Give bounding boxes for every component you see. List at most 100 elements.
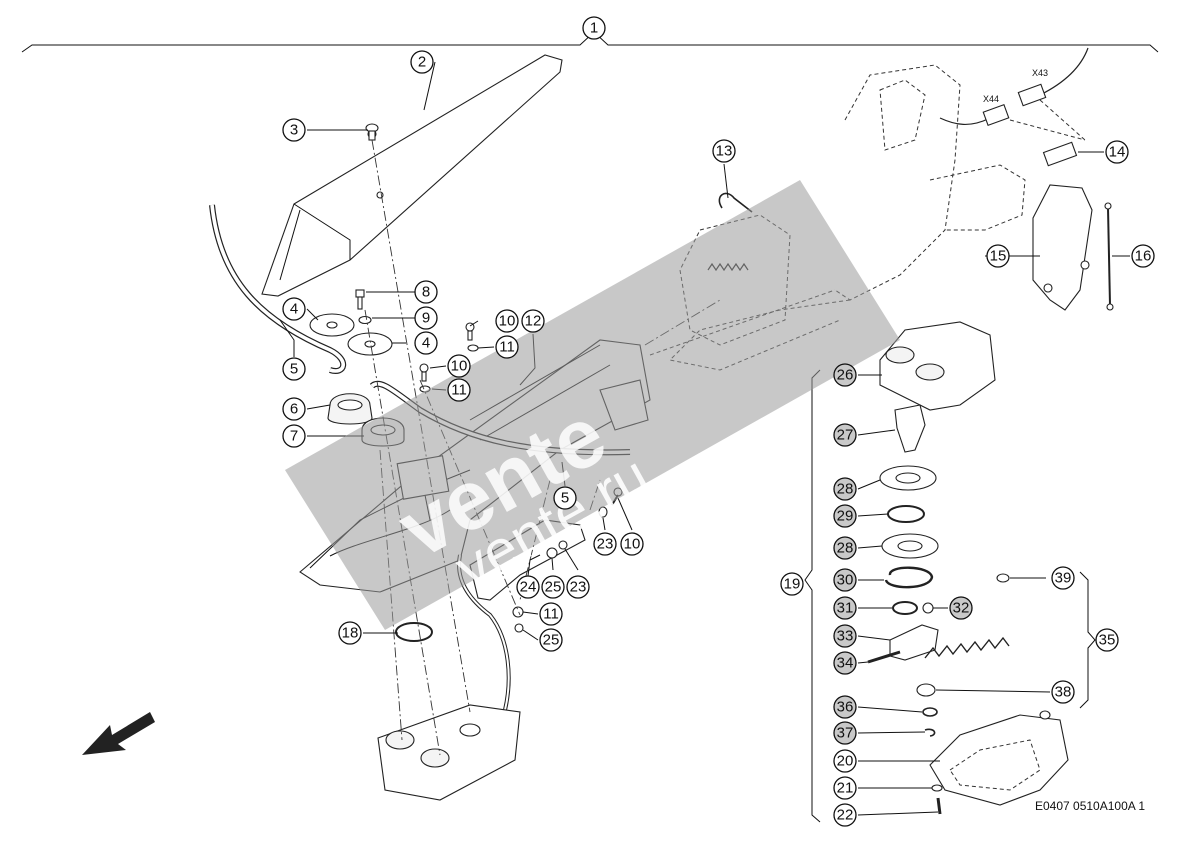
callout-item-21: 21 (833, 776, 857, 800)
drawing-reference-code: E0407 0510A100A 1 (1035, 799, 1145, 813)
callout-item-6: 6 (282, 397, 306, 421)
callout-item-16: 16 (1131, 244, 1155, 268)
bearing-28b (881, 533, 939, 559)
callout-item-12: 12 (521, 309, 545, 333)
callout-item-30: 30 (833, 568, 857, 592)
callout-item-7: 7 (282, 424, 306, 448)
callout-item-5b: 5 (553, 486, 577, 510)
callout-item-5a: 5 (282, 357, 306, 381)
callout-item-1: 1 (582, 16, 606, 40)
callout-item-35: 35 (1095, 628, 1119, 652)
svg-text:28: 28 (837, 481, 854, 498)
svg-text:28: 28 (837, 540, 854, 557)
housing-26 (879, 321, 996, 411)
callout-item-33: 33 (833, 624, 857, 648)
callout-item-18: 18 (338, 621, 362, 645)
snap-ring-30 (884, 566, 934, 589)
svg-text:38: 38 (1055, 684, 1072, 701)
callout-item-25a: 25 (541, 575, 565, 599)
callout-item-22: 22 (833, 803, 857, 827)
connector-label-x44: X44 (983, 94, 999, 104)
svg-text:39: 39 (1055, 570, 1072, 587)
svg-text:8: 8 (422, 284, 430, 301)
svg-text:2: 2 (418, 54, 426, 71)
washer-4a (309, 313, 355, 337)
callout-item-13: 13 (712, 139, 736, 163)
svg-text:14: 14 (1109, 144, 1126, 161)
callout-item-28a: 28 (833, 477, 857, 501)
watermark: vente vente.ru (285, 180, 900, 630)
svg-text:36: 36 (837, 699, 854, 716)
svg-text:10: 10 (499, 313, 516, 330)
svg-text:25: 25 (543, 632, 560, 649)
svg-text:3: 3 (290, 122, 298, 139)
svg-text:11: 11 (499, 339, 515, 356)
svg-text:27: 27 (837, 427, 854, 444)
callout-item-26: 26 (833, 363, 857, 387)
bracket-19 (804, 369, 821, 823)
svg-text:21: 21 (837, 780, 854, 797)
bolt-8 (355, 289, 365, 310)
svg-text:4: 4 (290, 301, 298, 318)
connector-label-x43: X43 (1032, 68, 1048, 78)
washer-21 (931, 784, 943, 792)
bearing-28a (879, 465, 937, 491)
callout-item-32: 32 (949, 596, 973, 620)
callout-item-23a: 23 (593, 532, 617, 556)
svg-text:9: 9 (422, 310, 430, 327)
callout-item-11b: 11 (447, 378, 471, 402)
svg-text:31: 31 (837, 600, 854, 617)
svg-text:13: 13 (716, 143, 733, 160)
svg-text:34: 34 (837, 655, 854, 672)
cap-39 (996, 573, 1010, 583)
svg-text:29: 29 (837, 508, 854, 525)
callout-item-10c: 10 (620, 532, 644, 556)
svg-text:33: 33 (837, 628, 854, 645)
svg-text:32: 32 (953, 600, 970, 617)
ring-31 (892, 601, 918, 615)
bolt-10b (419, 363, 429, 382)
callout-item-36: 36 (833, 695, 857, 719)
callout-item-10a: 10 (495, 309, 519, 333)
bolt-34 (867, 650, 901, 664)
lever-33 (889, 624, 939, 661)
callout-item-9: 9 (414, 306, 438, 330)
washer-11a (467, 344, 479, 352)
direction-arrow (82, 712, 155, 755)
cover-15 (1032, 184, 1093, 311)
o-ring-18 (395, 622, 433, 642)
washer-36 (922, 707, 938, 717)
cable-tie-16 (1104, 202, 1114, 311)
svg-text:12: 12 (525, 313, 542, 330)
shaft-27 (894, 404, 926, 453)
callout-item-31: 31 (833, 596, 857, 620)
deflector-plate (261, 54, 563, 297)
rubber-mount-6 (327, 393, 373, 425)
callout-item-29: 29 (833, 504, 857, 528)
svg-text:16: 16 (1135, 248, 1152, 265)
leader-lines (279, 61, 1130, 816)
callout-item-10b: 10 (447, 354, 471, 378)
screw-22 (936, 797, 942, 815)
callout-item-19: 19 (780, 572, 804, 596)
callout-item-4b: 4 (414, 331, 438, 355)
callout-item-14: 14 (1105, 140, 1129, 164)
callout-item-11a: 11 (495, 335, 519, 359)
bracket-35 (1079, 571, 1096, 709)
screw-3 (365, 123, 379, 141)
svg-text:30: 30 (837, 572, 854, 589)
spring-35 (924, 636, 1010, 659)
svg-text:5: 5 (561, 490, 569, 507)
callout-item-2: 2 (410, 50, 434, 74)
svg-text:25: 25 (545, 579, 562, 596)
svg-text:19: 19 (784, 576, 801, 593)
svg-text:11: 11 (543, 606, 559, 623)
svg-text:26: 26 (837, 367, 854, 384)
gearbox-lower (377, 704, 521, 801)
cover-plate-20 (929, 710, 1069, 806)
callout-item-24: 24 (516, 575, 540, 599)
callout-item-34: 34 (833, 651, 857, 675)
wiring-harness: X44 X43 (939, 47, 1089, 141)
svg-text:35: 35 (1099, 632, 1116, 649)
washer-4b (347, 332, 393, 356)
